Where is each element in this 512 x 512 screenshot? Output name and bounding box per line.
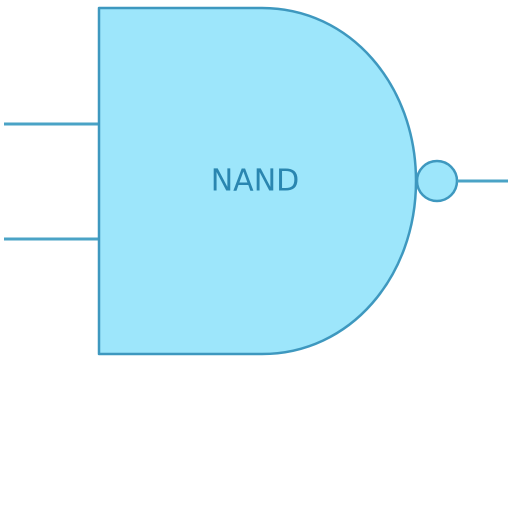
inversion-bubble — [415, 159, 459, 203]
gate-label: NAND — [211, 164, 300, 199]
